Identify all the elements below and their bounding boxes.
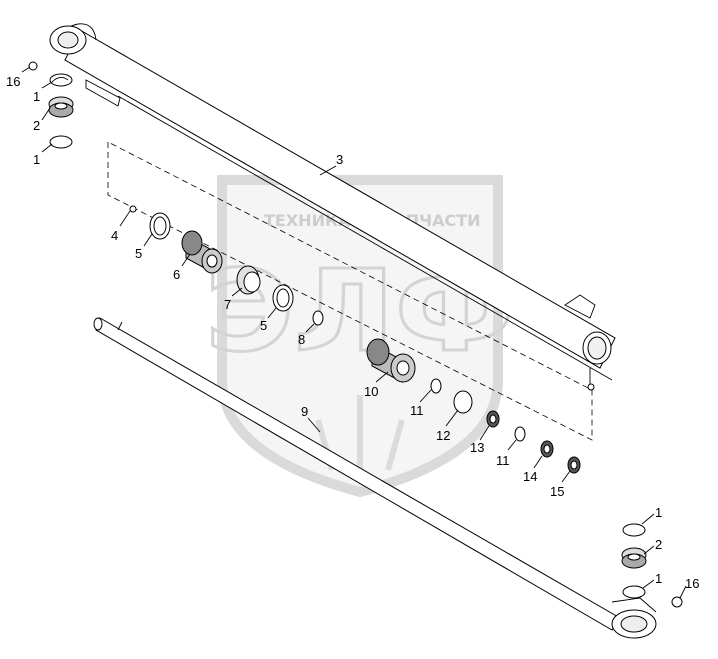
callout-1-a: 1 — [33, 89, 40, 104]
callout-labels: 16 1 2 1 3 4 5 6 7 5 8 10 11 12 13 11 14… — [6, 74, 699, 591]
grease-nipple-top — [28, 61, 38, 71]
callout-14: 14 — [523, 469, 537, 484]
retaining-ring-1d — [622, 585, 646, 599]
leader-lines — [21, 66, 687, 599]
callout-15: 15 — [550, 484, 564, 499]
callout-16-bottom: 16 — [685, 576, 699, 591]
backup-ring-12 — [453, 390, 473, 414]
o-ring-8 — [312, 310, 324, 326]
piston-rod — [93, 317, 657, 639]
callout-2-top: 2 — [33, 118, 40, 133]
callout-2-bottom: 2 — [655, 537, 662, 552]
parts-bottom-right — [621, 523, 683, 608]
callout-5-a: 5 — [135, 246, 142, 261]
callout-7: 7 — [224, 297, 231, 312]
piston-parts — [129, 205, 581, 474]
grease-nipple-bottom — [671, 596, 683, 608]
assembly-dashed-outline — [107, 141, 593, 441]
retaining-ring-1c — [622, 523, 646, 537]
callout-1-d: 1 — [655, 571, 662, 586]
o-ring-11b — [514, 426, 526, 442]
callout-4: 4 — [111, 228, 118, 243]
ball-4 — [129, 205, 137, 213]
callout-11-a: 11 — [410, 403, 424, 418]
retaining-ring-1b — [49, 135, 73, 149]
piston-6 — [181, 230, 223, 274]
retaining-ring-1a — [51, 77, 69, 83]
callout-1-c: 1 — [655, 505, 662, 520]
callout-6: 6 — [173, 267, 180, 282]
callout-16-top: 16 — [6, 74, 20, 89]
cylinder-barrel — [49, 23, 616, 391]
callout-13: 13 — [470, 440, 484, 455]
callout-11-b: 11 — [496, 453, 510, 468]
callout-5-b: 5 — [260, 318, 267, 333]
callout-8: 8 — [298, 332, 305, 347]
callout-9: 9 — [301, 404, 308, 419]
callout-1-b: 1 — [33, 152, 40, 167]
callout-12: 12 — [436, 428, 450, 443]
callout-3: 3 — [336, 152, 343, 167]
gland-10 — [366, 338, 416, 383]
parts-top-left — [28, 61, 74, 149]
o-ring-11a — [430, 378, 442, 394]
watermark-text-left: ТЕХНИКА — [264, 211, 351, 230]
callout-10: 10 — [364, 384, 378, 399]
